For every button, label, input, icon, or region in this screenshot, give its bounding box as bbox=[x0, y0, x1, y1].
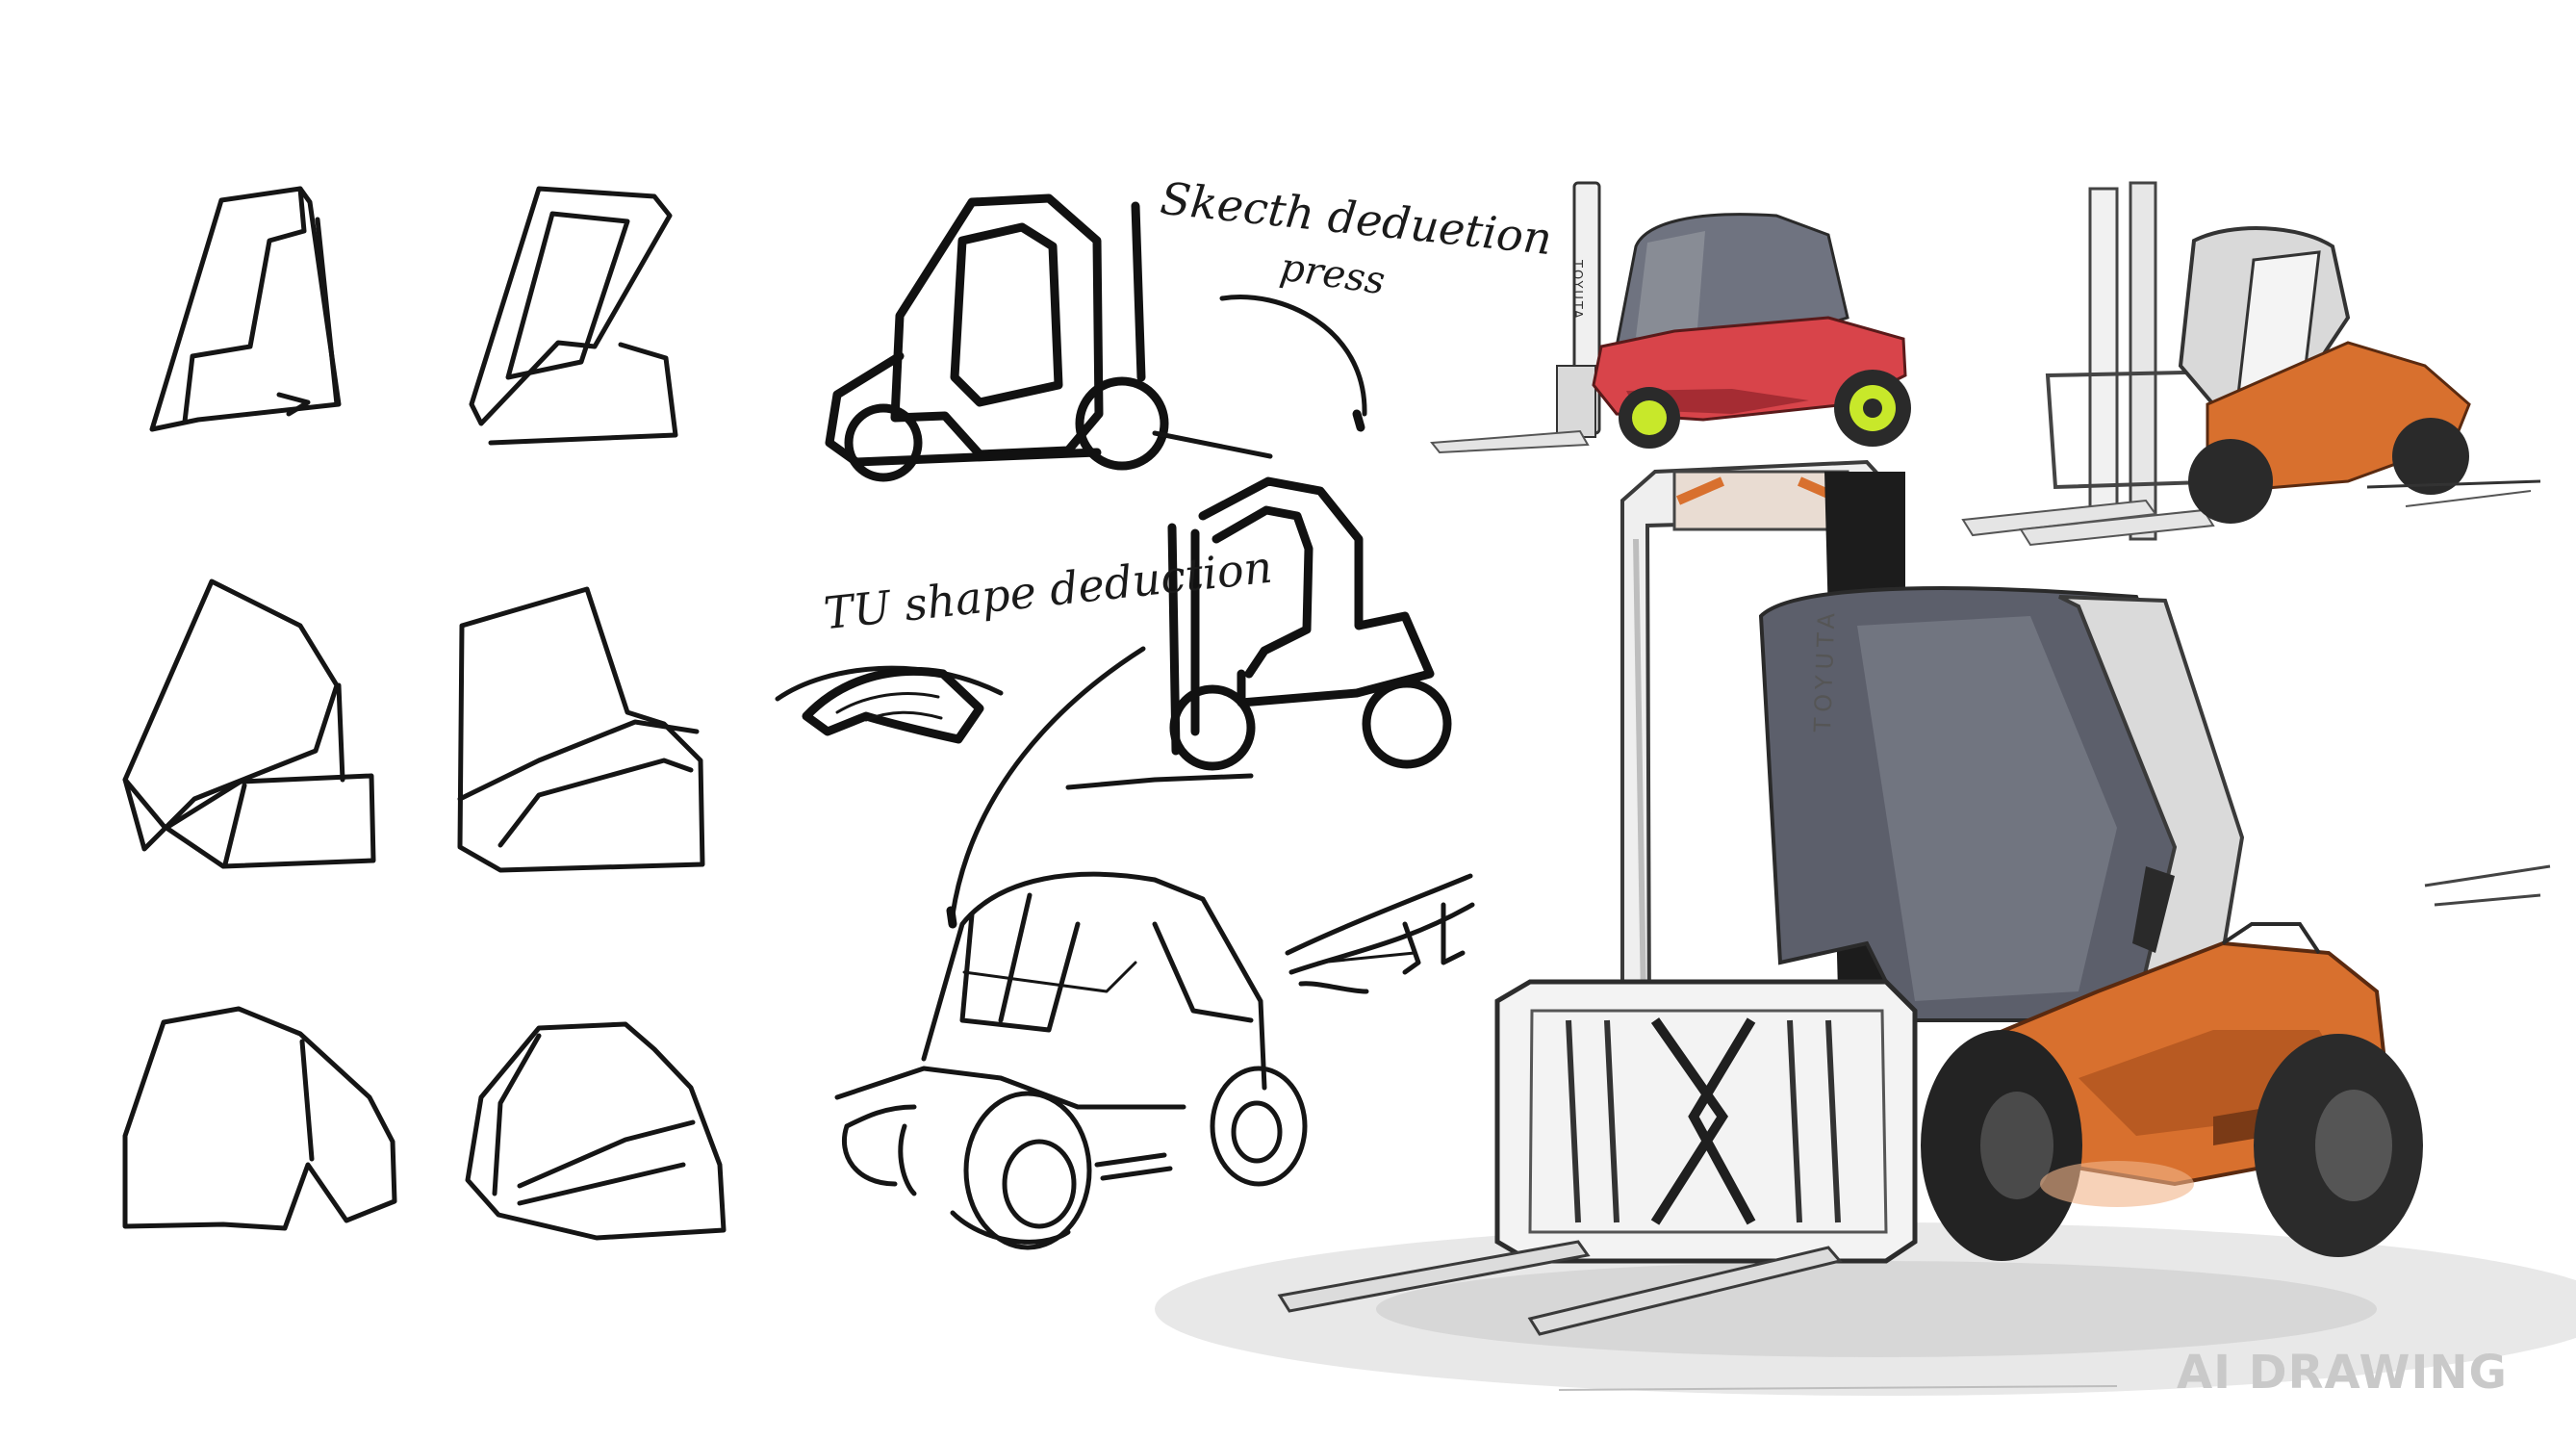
forklift-render-red bbox=[1430, 181, 1911, 454]
cab-shape-study-2 bbox=[469, 186, 678, 446]
cab-shape-study-3 bbox=[122, 579, 376, 869]
shape-detail-sketch-1 bbox=[775, 665, 1004, 744]
forklift-sketch-1 bbox=[825, 193, 1367, 482]
cab-shape-study-4 bbox=[457, 586, 705, 873]
shape-detail-sketch-2 bbox=[1285, 873, 1475, 994]
cab-shape-study-1 bbox=[149, 186, 342, 432]
ground-line bbox=[1558, 1385, 2118, 1391]
concept-car-sketch bbox=[834, 871, 1308, 1250]
brand-label-main: TOYUTA bbox=[1809, 606, 1841, 733]
cab-shape-study-5 bbox=[122, 1006, 397, 1231]
forklift-sketch-2 bbox=[946, 476, 1452, 929]
forklift-render-main bbox=[1155, 459, 2576, 1396]
cab-shape-study-6 bbox=[465, 1021, 727, 1241]
brand-label-small: TOYUTA bbox=[1569, 260, 1584, 321]
watermark-text: AI DRAWING bbox=[2177, 1346, 2508, 1400]
forklift-render-orange-small bbox=[1961, 181, 2541, 547]
